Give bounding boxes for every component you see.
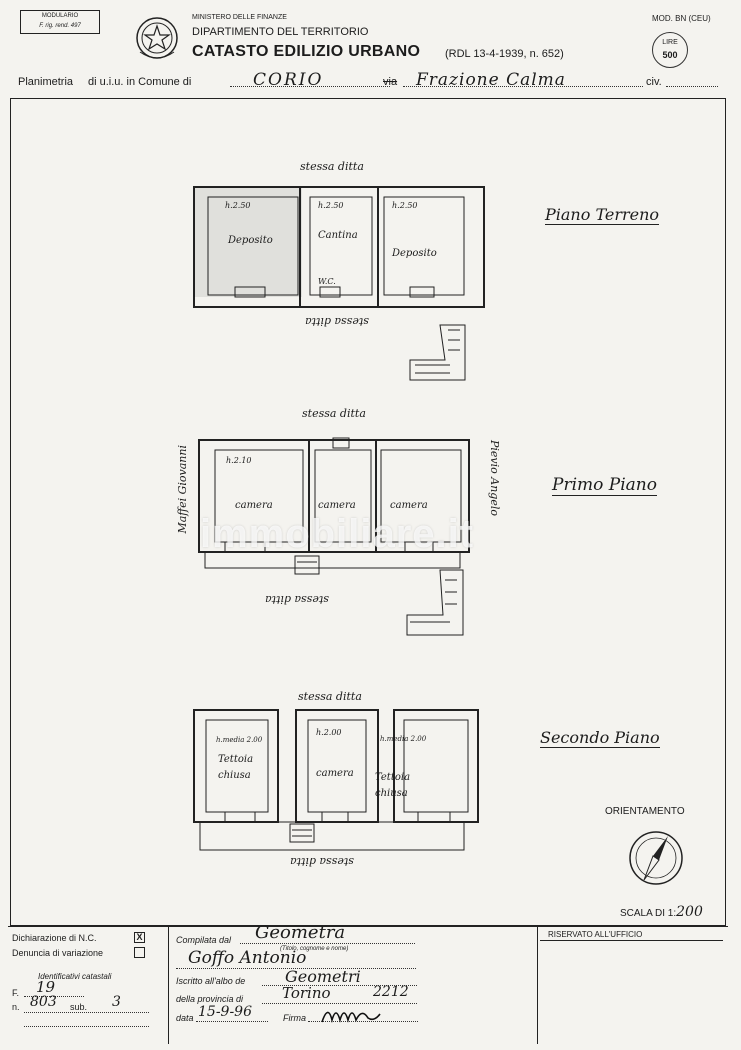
floor1-room1-name: camera — [235, 500, 273, 511]
stamp-value: 500 — [662, 50, 678, 60]
dichiarazione-label: Dichiarazione di N.C. — [12, 933, 97, 943]
scale-label: SCALA DI 1:200 — [620, 904, 703, 920]
denuncia-label: Denuncia di variazione — [12, 948, 104, 958]
comune-dotline — [230, 86, 390, 87]
sub-value: 3 — [112, 994, 121, 1010]
floor0-bottom-label: stessa ditta — [305, 315, 369, 328]
numero-value: 2212 — [373, 984, 409, 1000]
stamp-top: LIRE — [662, 39, 678, 46]
f-value: 19 — [36, 978, 56, 996]
qualifica-value: Geometra — [255, 922, 346, 943]
f-label: F. — [12, 988, 20, 998]
firma-dotline — [308, 1021, 418, 1022]
provincia-dotline — [262, 1003, 417, 1004]
planimetria-label: Planimetria — [18, 76, 74, 88]
dichiarazione-checkbox[interactable]: X — [134, 932, 145, 943]
signature-icon — [318, 1000, 382, 1028]
floor2-room1-name: Tettoia chiusa — [218, 754, 254, 781]
floor0-plan — [193, 186, 485, 381]
n-value: 803 — [30, 994, 57, 1010]
floor0-room2-name: Cantina — [318, 230, 358, 241]
floor2-room2-name: camera — [316, 768, 354, 779]
di-uiu-label: di u.i.u. in Comune di — [88, 76, 192, 88]
via-label: via — [383, 76, 398, 88]
floor0-room3-height: h.2.50 — [392, 201, 418, 210]
catasto-title: CATASTO EDILIZIO URBANO — [192, 43, 421, 60]
albo-dotline — [262, 985, 417, 986]
identificativi-label: Identificativi catastali — [38, 972, 112, 981]
modulario-line1: MODULARIO — [41, 13, 79, 19]
civ-label: civ. — [646, 76, 662, 88]
f-dotline — [24, 996, 84, 997]
data-dotline — [196, 1021, 268, 1022]
floor1-right-label: Pievio Angelo — [488, 440, 501, 517]
plan-frame — [10, 98, 726, 926]
titolo-note: (Titolo, cognome e nome) — [280, 946, 349, 952]
compass-icon — [628, 830, 684, 886]
floor0-room1-name: Deposito — [228, 235, 273, 246]
modulario-line2: F. rig. rend. 497 — [39, 23, 81, 29]
footer-divider-2 — [537, 926, 538, 1044]
comune-value: CORIO — [253, 70, 324, 90]
albo-value: Geometri — [285, 967, 361, 986]
riservato-line — [540, 940, 723, 941]
orientation-label: ORIENTAMENTO — [605, 806, 685, 817]
via-dotline — [403, 86, 643, 87]
provincia-value: Torino — [282, 984, 331, 1002]
emblem-icon — [134, 12, 180, 64]
floor1-left-label: Maffei Giovanni — [176, 445, 189, 534]
floor2-bottom-label: stessa ditta — [290, 855, 354, 868]
mod-label: MOD. BN (CEU) — [652, 14, 711, 23]
data-value: 15-9-96 — [198, 1004, 252, 1020]
footer-divider-1 — [168, 926, 169, 1044]
floor1-room1-height: h.2.10 — [226, 456, 252, 465]
floor0-room1-height: h.2.50 — [225, 201, 251, 210]
n-dotline — [24, 1012, 149, 1013]
nome-value: Goffo Antonio — [188, 948, 307, 968]
extra-dotline — [24, 1026, 149, 1027]
scale-value: 200 — [676, 904, 703, 920]
department-label: DIPARTIMENTO DEL TERRITORIO — [192, 26, 369, 38]
modulario-box: MODULARIO F. rig. rend. 497 — [20, 10, 100, 34]
floor2-title: Secondo Piano — [540, 728, 660, 748]
floor0-room2-height: h.2.50 — [318, 201, 344, 210]
watermark: immobiliare.it — [200, 512, 475, 556]
n-label: n. — [12, 1002, 20, 1012]
iscritto-label: Iscritto all'albo de — [176, 976, 246, 986]
firma-label: Firma — [283, 1013, 306, 1023]
dichiarazione-mark: X — [136, 932, 143, 942]
floor2-room3-name: Tettoia chiusa — [375, 772, 411, 799]
floor0-title: Piano Terreno — [545, 205, 660, 225]
floor2-room3-height: h.media 2.00 — [380, 735, 427, 743]
floor2-room1-height: h.media 2.00 — [216, 736, 263, 744]
floor1-plan — [198, 437, 470, 636]
floor1-title: Primo Piano — [552, 475, 657, 496]
floor1-room3-name: camera — [390, 500, 428, 511]
floor2-room2-height: h.2.00 — [316, 728, 342, 737]
stamp-circle: LIRE 500 — [652, 32, 688, 68]
floor0-room3-name: Deposito — [392, 248, 437, 259]
floor2-top-label: stessa ditta — [298, 690, 362, 703]
rdl-label: (RDL 13-4-1939, n. 652) — [445, 48, 564, 60]
floor0-wc: W.C. — [318, 277, 336, 286]
floor0-top-label: stessa ditta — [300, 160, 364, 173]
sub-label: sub. — [70, 1002, 88, 1012]
provincia-label: della provincia di — [176, 994, 244, 1004]
floor1-room2-name: camera — [318, 500, 356, 511]
denuncia-checkbox[interactable] — [134, 947, 145, 958]
ministry-label: MINISTERO DELLE FINANZE — [192, 14, 287, 21]
riservato-label: RISERVATO ALL'UFFICIO — [548, 930, 643, 939]
footer-frame — [8, 926, 728, 1045]
compilata-label: Compilata dal — [176, 935, 232, 945]
civ-dotline — [666, 86, 718, 87]
via-value: Frazione Calma — [416, 70, 566, 90]
location-line: Planimetria di u.i.u. in Comune di CORIO… — [18, 70, 718, 92]
floor1-bottom-label: stessa ditta — [265, 593, 329, 606]
scale-prefix: SCALA DI 1: — [620, 908, 677, 919]
nome-dotline — [176, 968, 416, 969]
floor2-plan — [193, 709, 479, 851]
floor1-top-label: stessa ditta — [302, 407, 366, 420]
data-label: data — [176, 1013, 194, 1023]
compilata-dotline — [240, 943, 415, 944]
